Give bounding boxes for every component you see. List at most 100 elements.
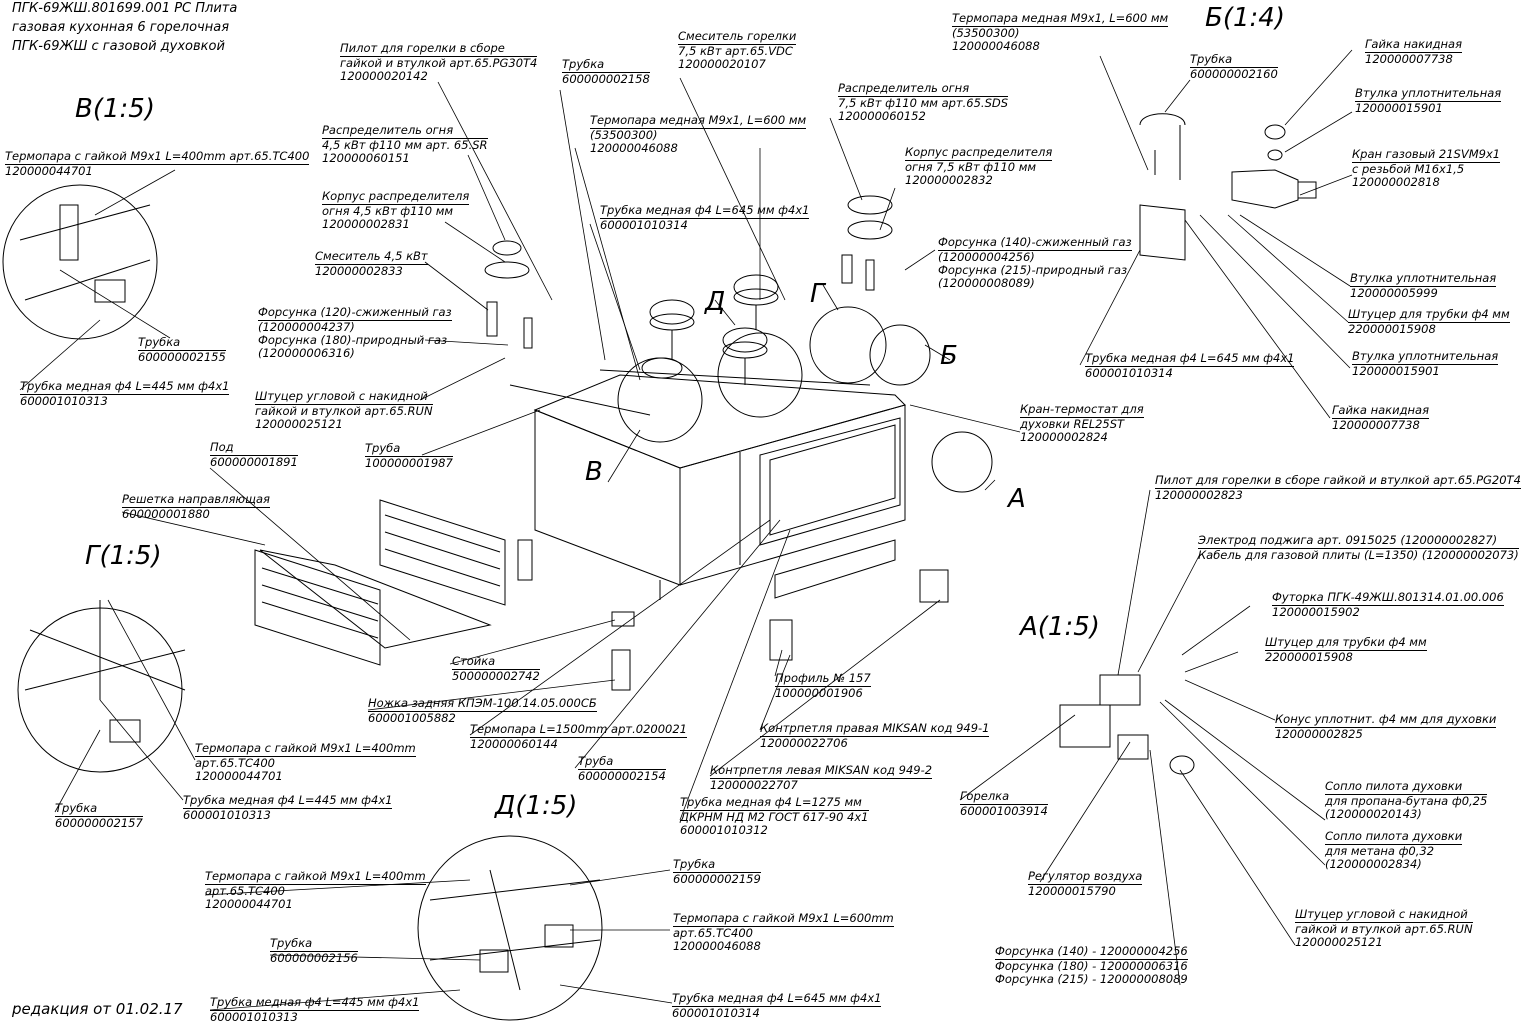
- view-title-b: Б(1:4): [1205, 3, 1285, 33]
- label-line: Форсунка (120)-сжиженный газ: [258, 305, 452, 321]
- view-title-a: А(1:5): [1020, 612, 1100, 642]
- label-line: Трубка: [562, 58, 650, 73]
- label-line: 600000002155: [138, 350, 226, 364]
- label-line: Смеситель горелки: [678, 29, 797, 45]
- small-parts: [518, 114, 1316, 774]
- label-line: Регулятор воздуха: [1028, 869, 1143, 885]
- marker-g: Г: [810, 279, 825, 309]
- label-line: Кабель для газовой плиты (L=1350) (12000…: [1198, 548, 1519, 562]
- leader-lines: [20, 50, 1352, 1010]
- marker-circle-g: [810, 307, 886, 383]
- label-line: 120000015902: [1272, 605, 1360, 619]
- label-pilot-20: Пилот для горелки в сборе гайкой и втулк…: [1155, 474, 1521, 502]
- label-line: 120000015901: [1352, 364, 1440, 378]
- doc-title-line2: газовая кухонная 6 горелочная: [12, 20, 230, 35]
- label-nozzle-140: Форсунка (140)-сжиженный газ(12000000425…: [938, 236, 1132, 290]
- label-line: 120000046088: [952, 39, 1040, 53]
- label-line: Трубка медная ф4 L=645 мм ф4х1: [600, 203, 810, 219]
- label-line: Гайка накидная: [1365, 37, 1462, 53]
- label-line: 120000002833: [315, 264, 403, 278]
- burners: [642, 275, 778, 385]
- label-line: Термопара с гайкой М9х1 L=600mm: [673, 911, 894, 927]
- label-line: (53500300): [590, 128, 658, 142]
- label-line: (120000020143): [1325, 807, 1422, 821]
- marker-b: Б: [940, 341, 958, 371]
- detail-circle-v: [3, 185, 157, 339]
- label-line: Форсунка (140)-сжиженный газ: [938, 235, 1132, 251]
- label-line: Профиль № 157: [775, 671, 871, 687]
- label-line: (120000004237): [258, 320, 355, 334]
- marker-v: В: [585, 457, 603, 487]
- label-line: 600000002157: [55, 816, 143, 830]
- label-line: 120000025121: [255, 417, 343, 431]
- label-line: 7,5 кВт арт.65.VDC: [678, 44, 793, 58]
- label-line: Трубка медная ф4 L=1275 мм: [680, 796, 869, 811]
- label-line: (120000006316): [258, 346, 355, 360]
- label-line: 4,5 кВт ф110 мм арт. 65.SR: [322, 138, 488, 152]
- label-line: Штуцер угловой с накидной: [1295, 908, 1473, 923]
- hearth-and-grids: [255, 500, 505, 665]
- label-line: для метана ф0,32: [1325, 844, 1435, 858]
- label-line: Пилот для горелки в сборе: [340, 42, 538, 57]
- label-line: 500000002742: [452, 669, 540, 683]
- label-line: 120000020142: [340, 69, 428, 83]
- marker-circle-b: [870, 325, 930, 385]
- label-line: Футорка ПГК-49ЖШ.801314.01.00.006: [1272, 590, 1504, 606]
- label-line: Термопара медная М9х1, L=600 мм: [590, 113, 807, 129]
- burner-parts: [485, 196, 892, 348]
- view-title-g: Г(1:5): [85, 541, 162, 571]
- detail-sketches: [20, 205, 600, 990]
- label-line: Форсунка (140) - 120000004256: [995, 944, 1188, 960]
- label-line: 120000046088: [673, 939, 761, 953]
- label-line: Корпус распределителя: [905, 145, 1053, 161]
- label-line: 120000060151: [322, 151, 410, 165]
- label-line: Пилот для горелки в сборе гайкой и втулк…: [1155, 473, 1521, 489]
- label-line: Термопара с гайкой М9х1 L=400mm: [195, 741, 416, 757]
- label-line: Штуцер для трубки ф4 мм: [1265, 635, 1427, 651]
- label-line: Смеситель 4,5 кВт: [315, 249, 428, 265]
- marker-circle-a: [932, 432, 992, 492]
- label-line: (120000008089): [938, 276, 1035, 290]
- label-line: гайкой и втулкой арт.65.RUN: [255, 404, 433, 418]
- label-line: 220000015908: [1265, 650, 1353, 664]
- label-line: 120000022707: [710, 778, 798, 792]
- marker-d: Д: [705, 287, 726, 317]
- label-line: 600000001891: [210, 455, 298, 469]
- label-line: гайкой и втулкой арт.65.PG30T4: [340, 56, 538, 70]
- label-line: Электрод поджига арт. 0915025 (120000002…: [1198, 534, 1519, 549]
- label-line: Штуцер угловой с накидной: [255, 390, 433, 405]
- label-line: арт.65.TC400: [195, 756, 275, 770]
- label-line: Трубка медная ф4 L=645 мм ф4х1: [672, 991, 882, 1007]
- label-line: 120000044701: [5, 164, 93, 178]
- view-title-d: Д(1:5): [495, 791, 578, 821]
- label-line: (120000002834): [1325, 857, 1422, 871]
- stove-body: [510, 370, 905, 600]
- label-line: 120000022706: [760, 736, 848, 750]
- label-line: Конус уплотнит. ф4 мм для духовки: [1275, 712, 1497, 728]
- label-line: Трубка медная ф4 L=445 мм ф4х1: [20, 379, 230, 395]
- label-line: Трубка медная ф4 L=445 мм ф4х1: [210, 995, 420, 1011]
